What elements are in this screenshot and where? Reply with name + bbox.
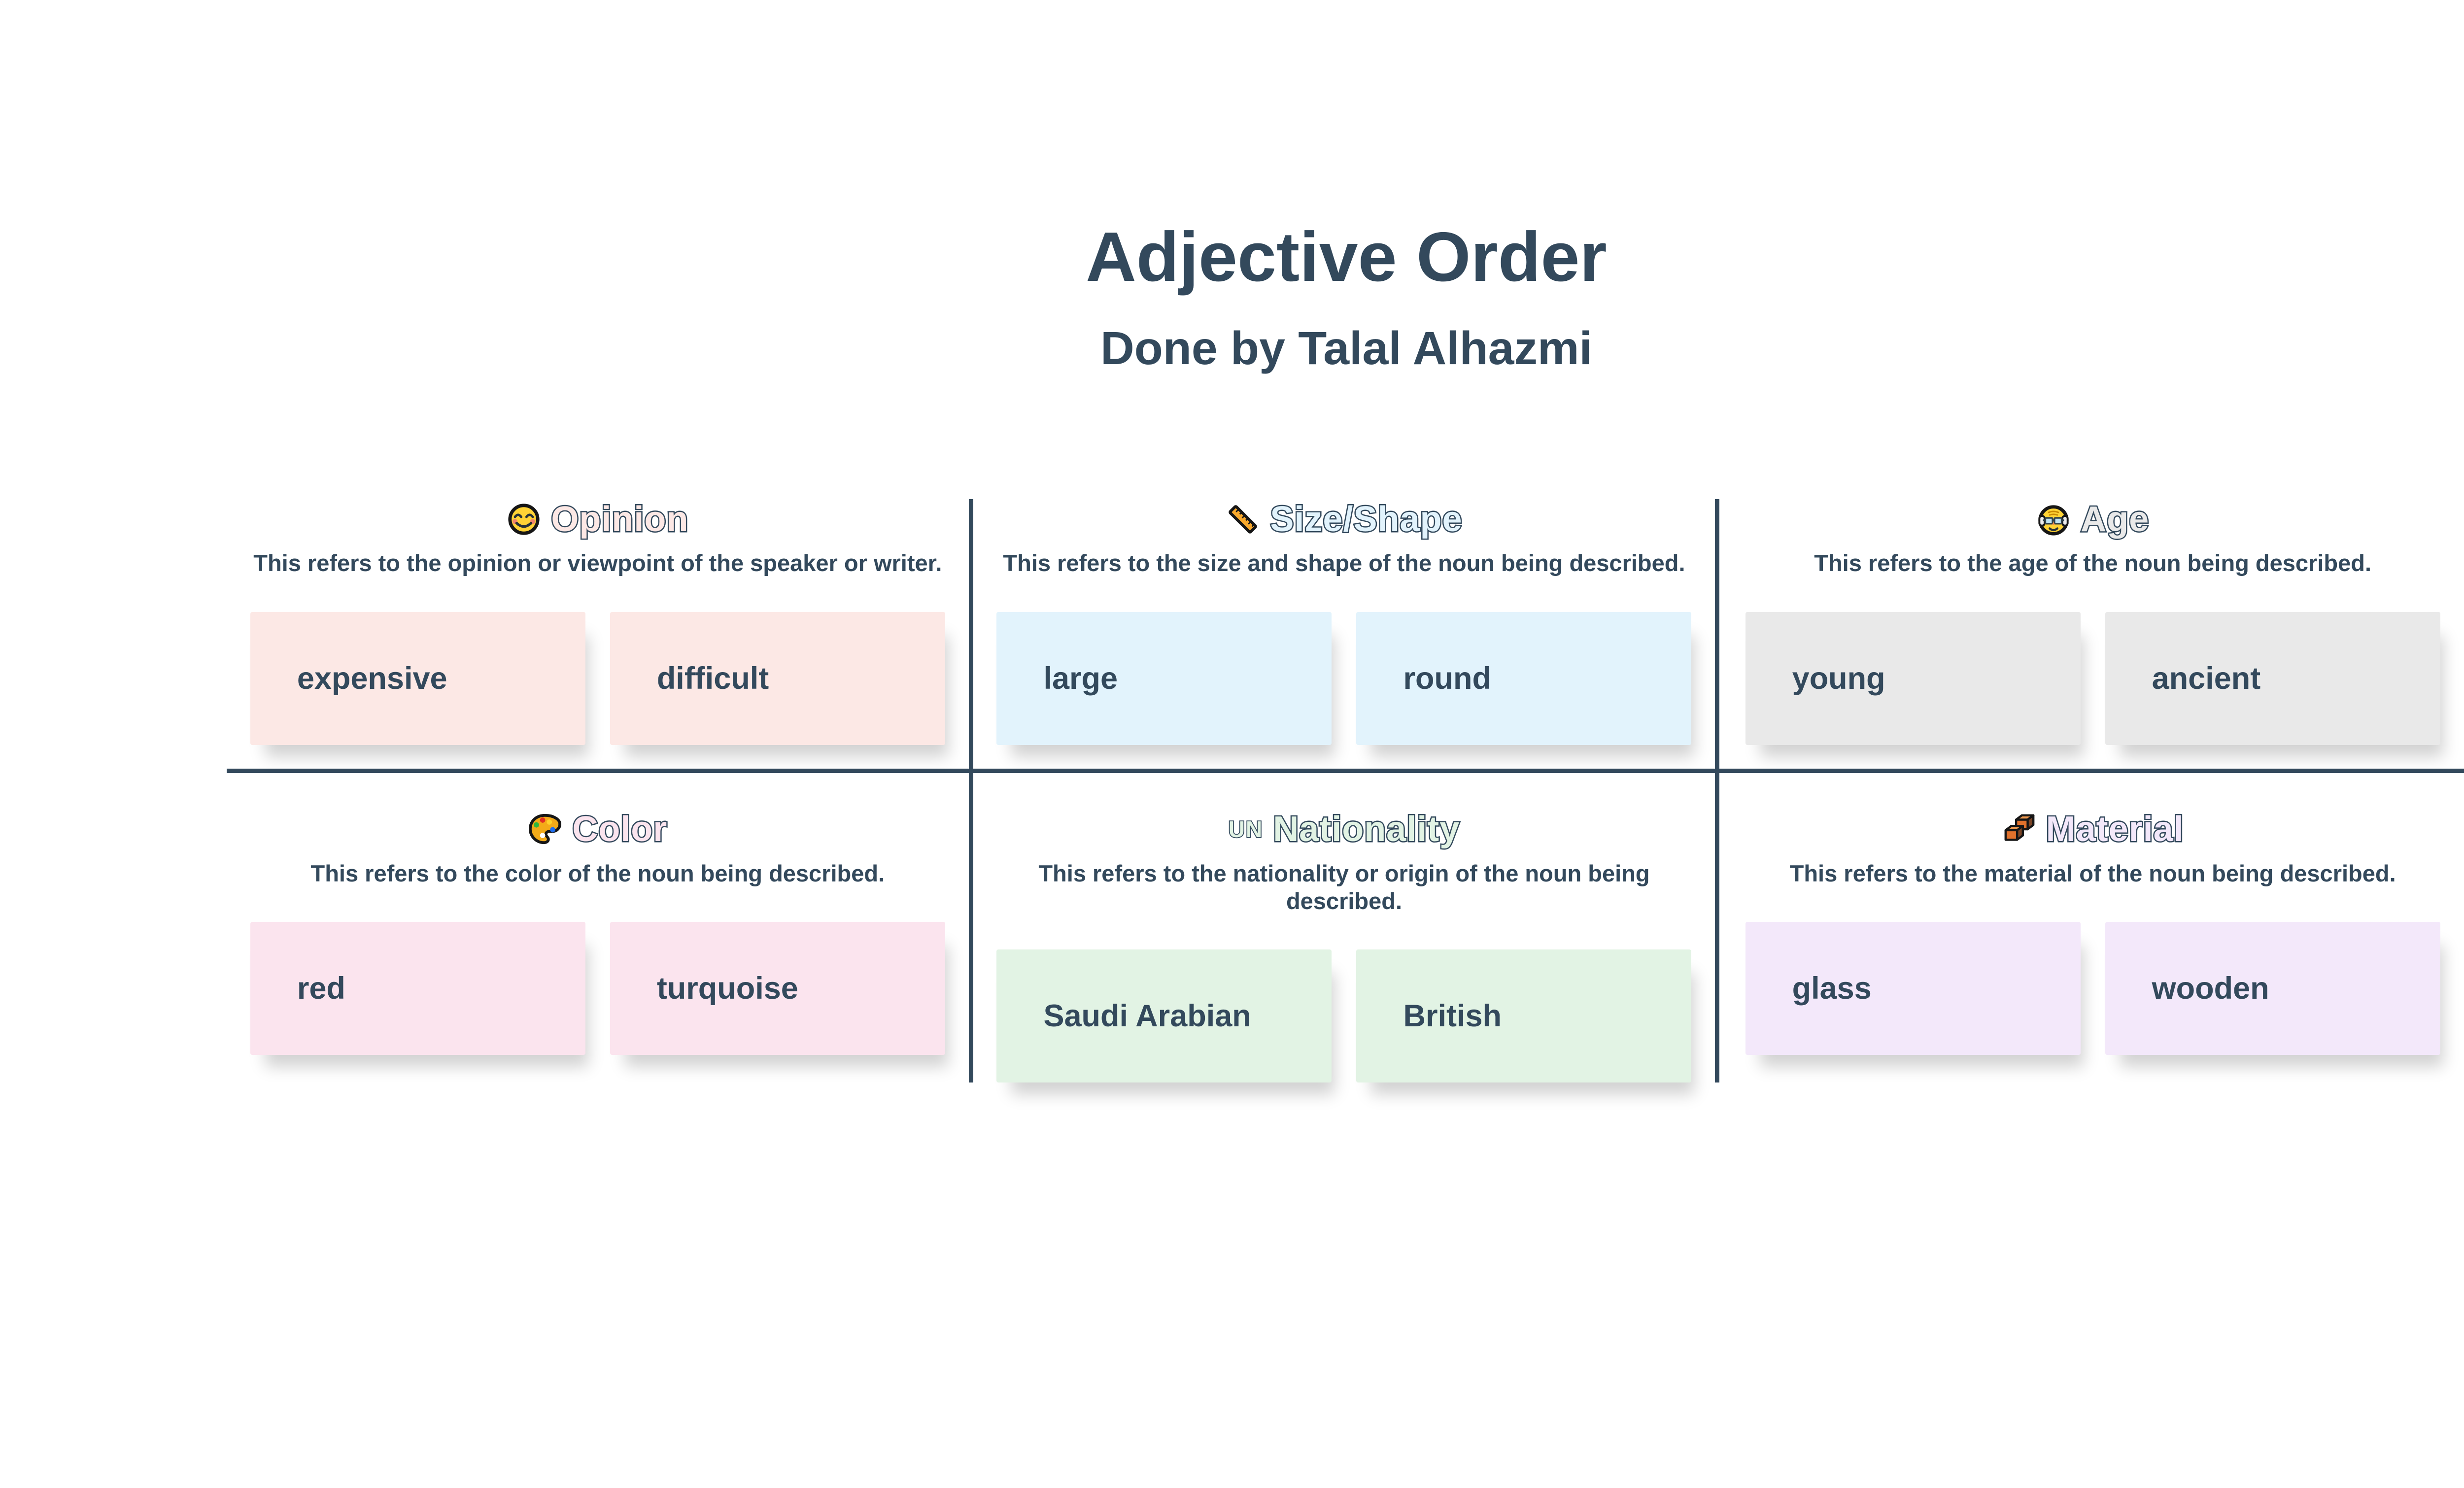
section-description: This refers to the nationality or origin… <box>1038 860 1650 914</box>
section-header: Opinion <box>241 498 954 540</box>
adjective-label: wooden <box>2152 971 2269 1006</box>
adjective-label: glass <box>1792 971 1872 1006</box>
section-description: This refers to the age of the noun being… <box>1814 550 2372 576</box>
adjective-label: round <box>1403 661 1491 696</box>
page-subtitle: Done by Talal Alhazmi <box>1100 322 1592 375</box>
card-row: expensive difficult <box>241 611 954 745</box>
card-row: glass wooden <box>1734 921 2451 1055</box>
section-header: Size/Shape <box>988 498 1701 540</box>
section-header: Material <box>1734 808 2451 850</box>
section-header: Age <box>1734 498 2451 540</box>
adjective-card[interactable]: round <box>1356 611 1692 745</box>
section-title: Opinion <box>550 498 689 540</box>
brick-icon <box>2002 812 2036 846</box>
adjective-label: large <box>1043 661 1118 696</box>
adjective-card[interactable]: wooden <box>2105 921 2440 1055</box>
adjective-card[interactable]: Saudi Arabian <box>996 949 1332 1083</box>
card-row: young ancient <box>1734 611 2451 745</box>
adjective-label: ancient <box>2152 661 2261 696</box>
palette-icon <box>528 812 562 846</box>
smiling-face-icon <box>507 502 541 537</box>
category-grid: Opinion This refers to the opinion or vi… <box>227 498 2464 1083</box>
adjective-label: Saudi Arabian <box>1043 999 1251 1034</box>
adjective-card[interactable]: expensive <box>250 611 585 745</box>
card-row: red turquoise <box>241 921 954 1055</box>
adjective-label: red <box>297 971 345 1006</box>
adjective-card[interactable]: ancient <box>2105 611 2440 745</box>
section-title: Age <box>2080 498 2150 540</box>
adjective-card[interactable]: glass <box>1745 921 2081 1055</box>
section-title: Nationality <box>1272 808 1461 850</box>
adjective-card[interactable]: British <box>1356 949 1692 1083</box>
section-title: Size/Shape <box>1269 498 1463 540</box>
section-size-shape: Size/Shape This refers to the size and s… <box>973 498 1720 773</box>
section-material: Material This refers to the material of … <box>1719 773 2464 1083</box>
section-description: This refers to the opinion or viewpoint … <box>253 550 942 576</box>
section-color: Color This refers to the color of the no… <box>227 773 973 1083</box>
page-title: Adjective Order <box>1086 218 1607 296</box>
section-header: Color <box>241 808 954 850</box>
section-title: Material <box>2045 808 2185 850</box>
adjective-label: difficult <box>656 661 769 696</box>
adjective-label: turquoise <box>656 971 798 1006</box>
adjective-card[interactable]: turquoise <box>610 921 945 1055</box>
section-header: UN Nationality <box>988 808 1701 850</box>
card-row: large round <box>988 611 1701 745</box>
adjective-label: British <box>1403 999 1502 1034</box>
section-title: Color <box>571 808 668 850</box>
ruler-icon <box>1226 502 1260 537</box>
adjective-card[interactable]: difficult <box>610 611 945 745</box>
section-opinion: Opinion This refers to the opinion or vi… <box>227 498 973 773</box>
adjective-card[interactable]: large <box>996 611 1332 745</box>
section-description: This refers to the material of the noun … <box>1789 860 2396 886</box>
section-description: This refers to the size and shape of the… <box>1003 550 1685 576</box>
page: Adjective Order Done by Talal Alhazmi Op… <box>0 217 2464 1488</box>
section-description: This refers to the color of the noun bei… <box>310 860 885 886</box>
section-age: Age This refers to the age of the noun b… <box>1719 498 2464 773</box>
adjective-label: expensive <box>297 661 447 696</box>
card-row: Saudi Arabian British <box>988 949 1701 1083</box>
section-nationality: UN Nationality This refers to the nation… <box>973 773 1720 1083</box>
old-man-icon <box>2036 502 2071 537</box>
adjective-card[interactable]: red <box>250 921 585 1055</box>
un-letters-icon: UN <box>1228 815 1264 843</box>
adjective-card[interactable]: young <box>1745 611 2081 745</box>
adjective-label: young <box>1792 661 1885 696</box>
